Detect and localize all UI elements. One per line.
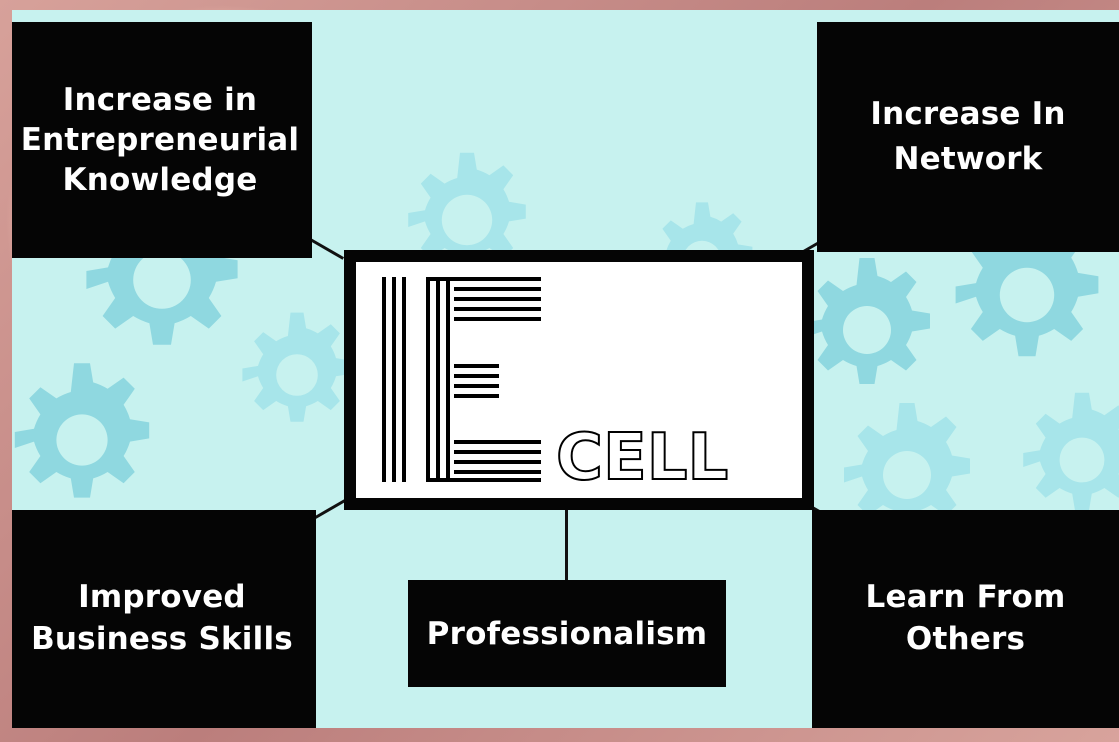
logo-inner: CELL — [356, 262, 802, 498]
box-network: Increase In Network — [817, 22, 1119, 252]
box-business-skills: Improved Business Skills — [12, 510, 316, 728]
gear-icon — [408, 152, 526, 271]
diagram-panel: CELL Increase in Entrepreneurial Knowled… — [12, 10, 1119, 728]
box-entrepreneurial-knowledge: Increase in Entrepreneurial Knowledge — [12, 22, 312, 258]
box-professionalism: Professionalism — [408, 580, 726, 687]
box-learn-from-others: Learn From Others — [812, 510, 1119, 728]
gear-icon — [14, 363, 150, 498]
logo-word: CELL — [555, 421, 729, 495]
ecell-logo: CELL — [344, 250, 814, 510]
gear-icon — [804, 258, 930, 384]
connector-line — [311, 498, 348, 521]
gear-icon — [844, 403, 970, 529]
connector-line — [565, 505, 568, 595]
gear-icon — [1023, 392, 1119, 511]
logo-word-text: CELL — [555, 421, 729, 495]
gear-icon — [242, 312, 352, 422]
